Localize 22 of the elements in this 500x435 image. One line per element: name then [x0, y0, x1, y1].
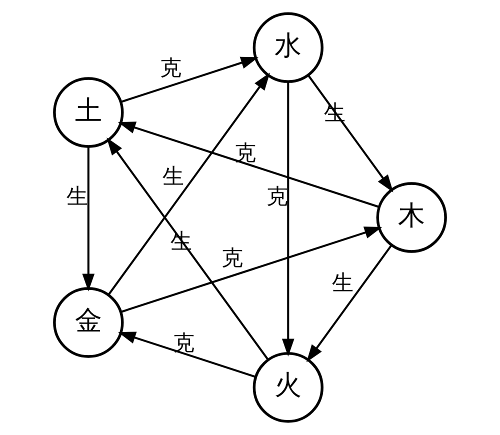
node-circle: 木: [376, 182, 447, 253]
arrow: [120, 56, 259, 103]
edge-label: 克: [160, 56, 182, 82]
edge-label: 生: [66, 184, 89, 210]
edge-label: 生: [332, 270, 354, 296]
node-circle: 金: [53, 287, 124, 358]
node-circle: 土: [53, 77, 124, 148]
arrow: [82, 146, 95, 292]
arrow: [118, 332, 256, 378]
arrow: [106, 138, 269, 360]
arrow: [282, 82, 294, 356]
arrow: [120, 226, 382, 313]
arrow: [307, 74, 394, 192]
edge-label: 生: [162, 164, 184, 190]
edge-label: 克: [222, 246, 244, 272]
node-circle: 水: [252, 12, 324, 83]
arrow: [108, 72, 270, 296]
node-circle: 火: [252, 352, 324, 423]
arrow: [306, 244, 392, 362]
arrow: [118, 122, 380, 208]
edge-label: 克: [172, 330, 195, 356]
edge-label: 克: [234, 141, 257, 166]
